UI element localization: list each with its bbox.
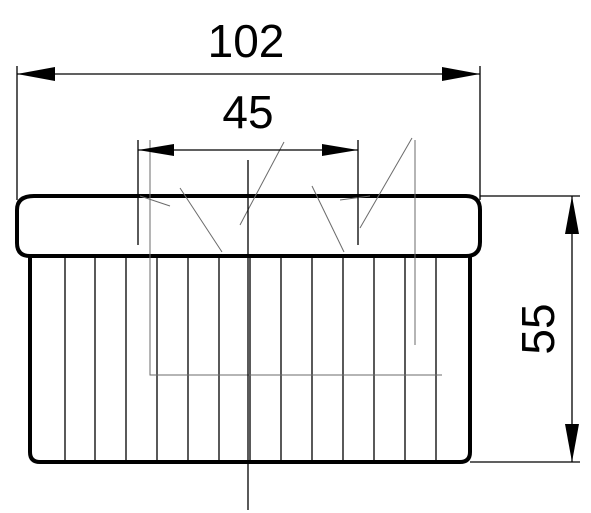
arrow-right (442, 67, 480, 81)
arrow-right (322, 144, 358, 156)
arrow-left (17, 67, 55, 81)
dimension-height: 55 (470, 195, 580, 463)
arrow-left (138, 144, 174, 156)
body-ribs (64, 256, 437, 460)
hidden-lines (139, 137, 442, 376)
dimension-overall-width: 102 (16, 15, 481, 200)
dimension-inner-width: 45 (137, 86, 359, 245)
height-label: 55 (512, 303, 564, 354)
end-cap-body (28, 250, 472, 464)
overall-width-label: 102 (208, 15, 285, 67)
inner-width-label: 45 (222, 86, 273, 138)
arrow-bottom (565, 424, 579, 462)
arrow-top (565, 196, 579, 234)
